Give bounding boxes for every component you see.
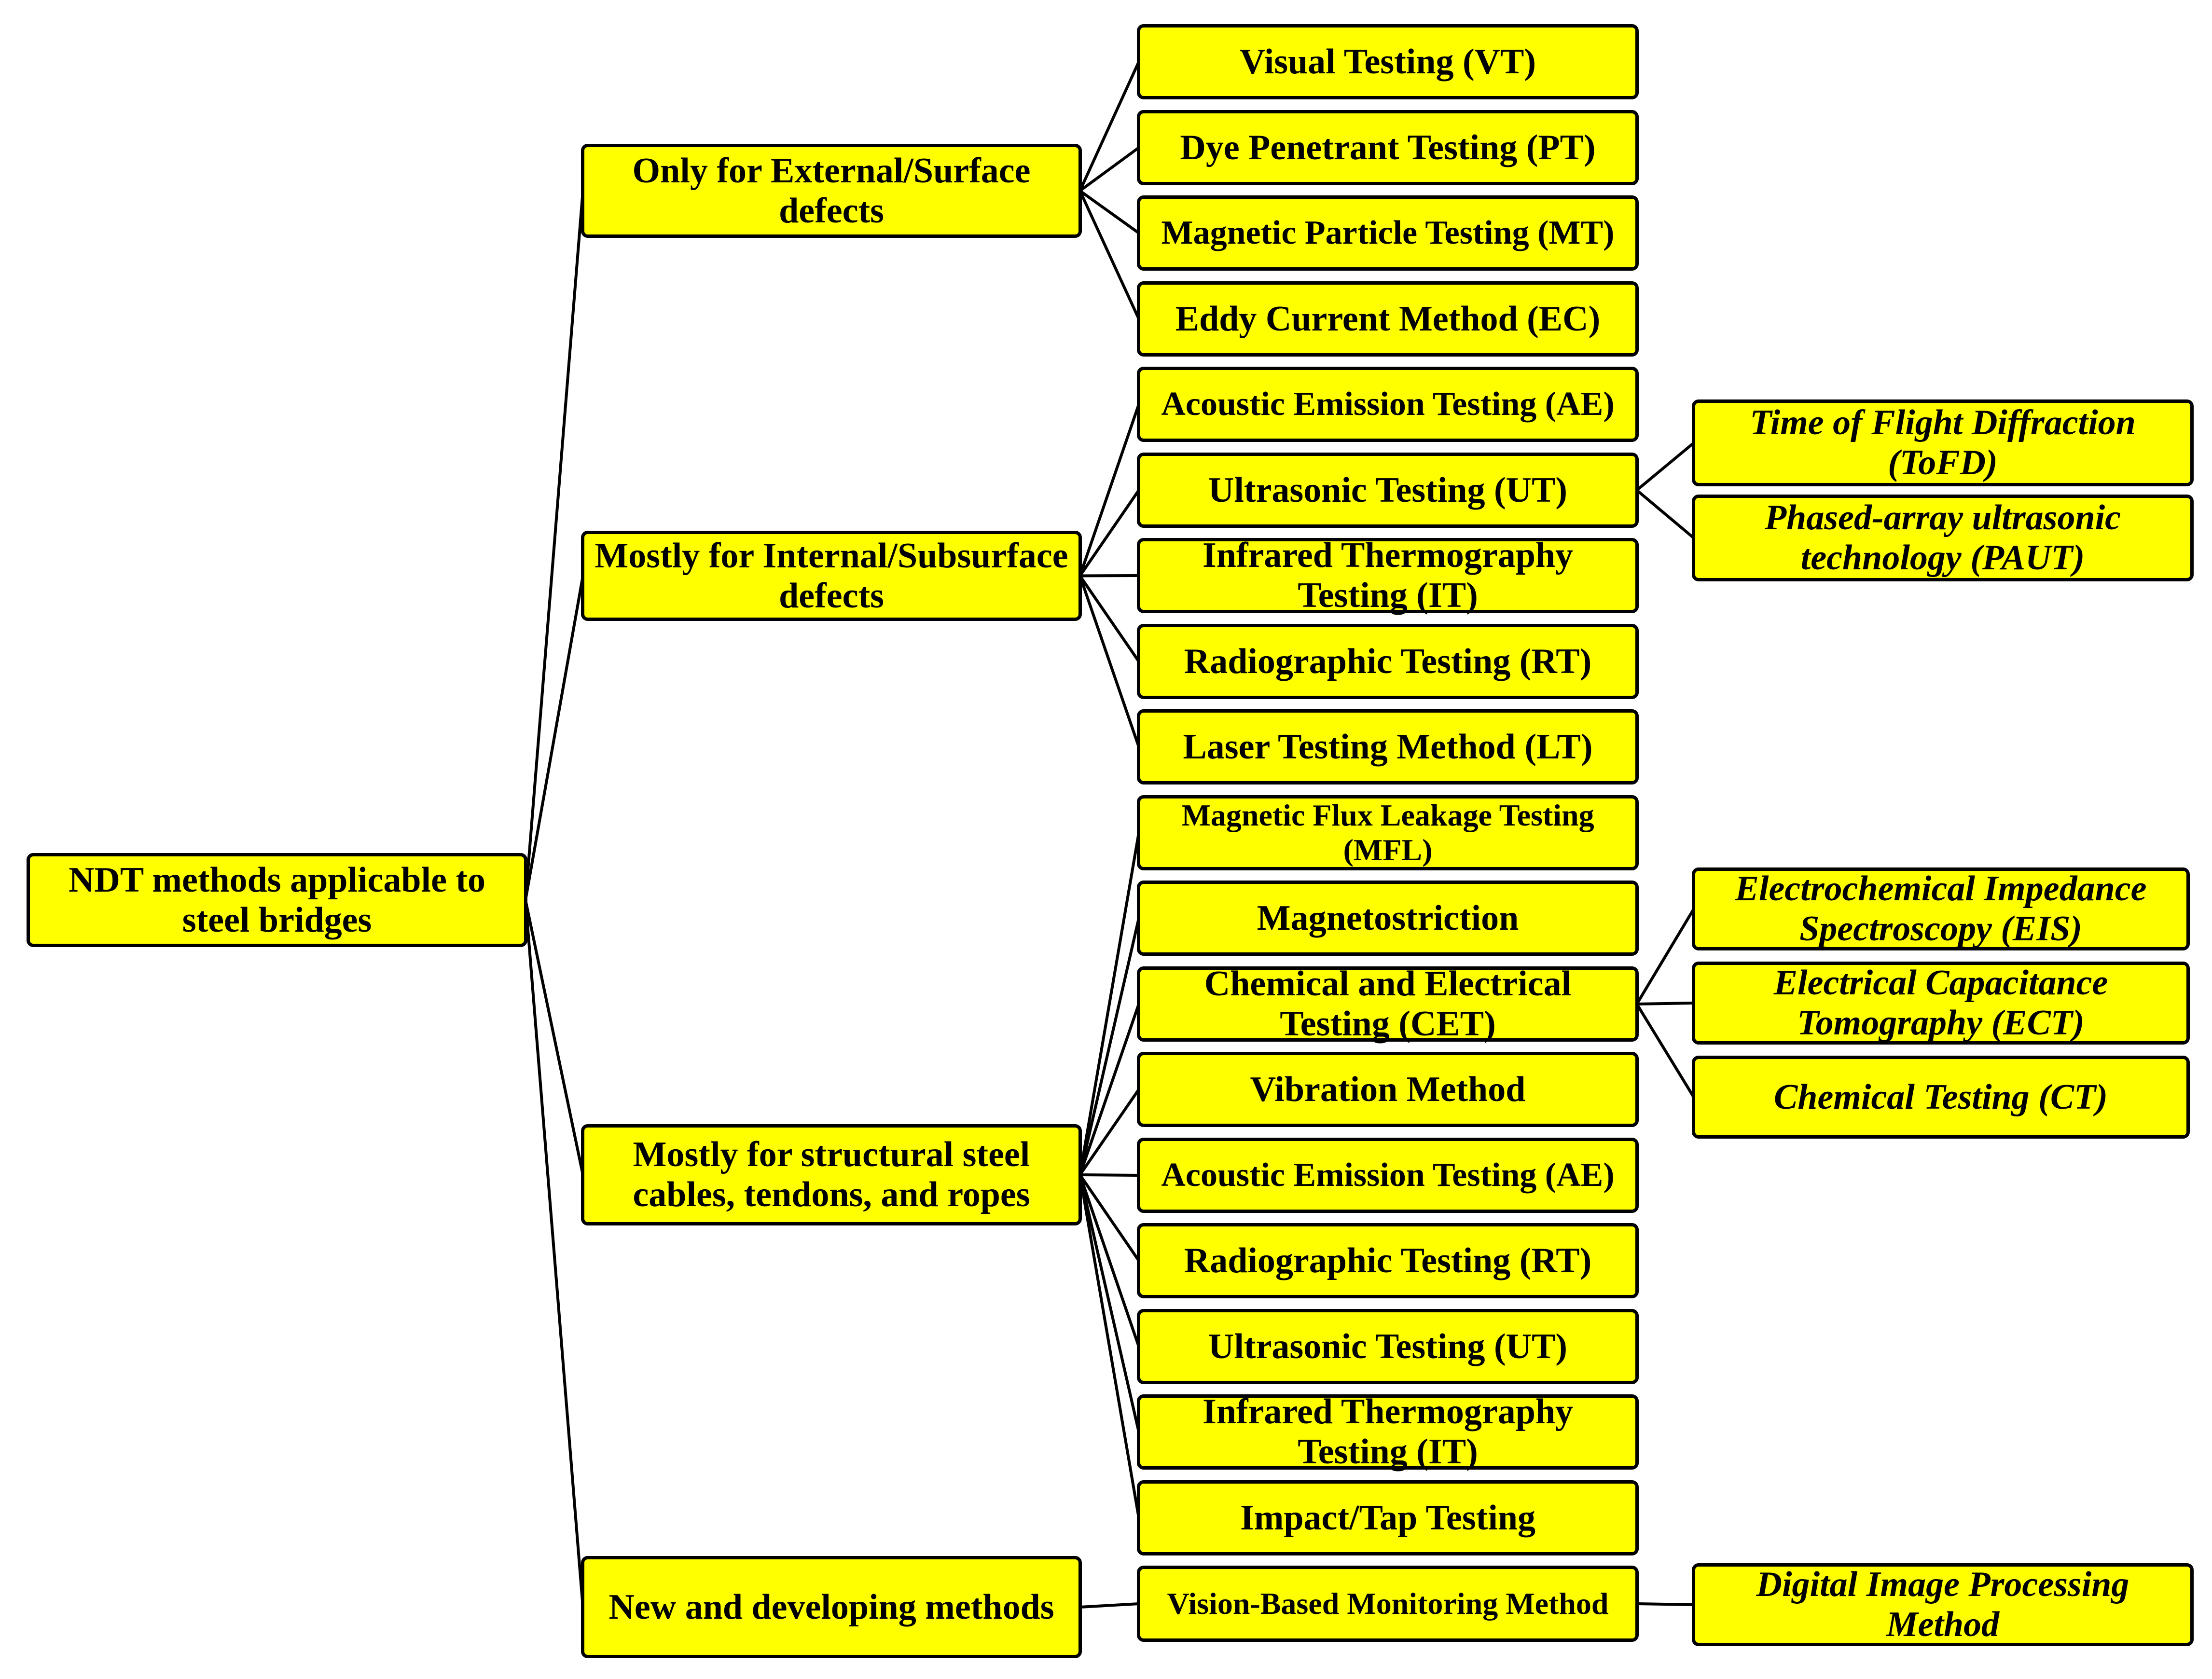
sub-electrochemical-impedance: Electrochemical Impedance Spectroscopy (… <box>1692 867 2190 950</box>
method-label: Ultrasonic Testing (UT) <box>1208 470 1568 510</box>
method-acoustic-emission-testing-2: Acoustic Emission Testing (AE) <box>1137 1138 1639 1213</box>
category-internal-subsurface: Mostly for Internal/Subsurface defects <box>581 531 1082 621</box>
method-label: Ultrasonic Testing (UT) <box>1208 1326 1568 1366</box>
method-label: Visual Testing (VT) <box>1239 41 1536 82</box>
category-label: Mostly for Internal/Subsurface defects <box>594 536 1068 616</box>
method-label: Radiographic Testing (RT) <box>1184 641 1592 681</box>
method-label: Infrared Thermography Testing (IT) <box>1202 536 1574 615</box>
connector-category-cables-tendons-ropes-to-method-magnetic-flux-leakage <box>1078 832 1140 1175</box>
connector-category-internal-subsurface-to-method-ultrasonic-testing <box>1078 489 1140 577</box>
method-impact-tap-testing: Impact/Tap Testing <box>1137 1480 1639 1555</box>
method-radiographic-testing-2: Radiographic Testing (RT) <box>1137 1223 1639 1298</box>
connector-category-cables-tendons-ropes-to-method-vibration <box>1078 1088 1140 1176</box>
category-external-surface: Only for External/Surface defects <box>581 144 1082 238</box>
connector-root-node-to-category-cables-tendons-ropes <box>524 899 584 1175</box>
method-laser-testing: Laser Testing Method (LT) <box>1137 709 1639 784</box>
connector-root-node-to-category-internal-subsurface <box>524 575 584 901</box>
method-label: Eddy Current Method (EC) <box>1175 299 1601 339</box>
connector-method-chemical-electrical-testing-to-sub-electrochemical-impedance <box>1635 908 1695 1005</box>
method-label: Vibration Method <box>1250 1069 1526 1109</box>
method-vision-based-monitoring: Vision-Based Monitoring Method <box>1137 1566 1639 1642</box>
method-label: Chemical and Electrical Testing (CET) <box>1204 964 1572 1044</box>
connector-method-ultrasonic-testing-to-sub-time-of-flight-diffraction <box>1636 441 1695 492</box>
connector-method-ultrasonic-testing-to-sub-phased-array-ultrasonic <box>1636 489 1695 539</box>
method-vibration: Vibration Method <box>1137 1052 1639 1127</box>
root-node: NDT methods applicable to steel bridges <box>27 853 527 947</box>
connector-category-internal-subsurface-to-method-radiographic-testing <box>1078 575 1140 662</box>
connector-category-external-surface-to-method-dye-penetrant-testing <box>1079 146 1140 192</box>
sub-label: Electrical Capacitance Tomography (ECT) <box>1773 963 2108 1043</box>
category-label: Only for External/Surface defects <box>632 151 1031 231</box>
method-dye-penetrant-testing: Dye Penetrant Testing (PT) <box>1137 110 1639 185</box>
category-label: New and developing methods <box>608 1587 1054 1627</box>
connector-category-cables-tendons-ropes-to-method-radiographic-testing-2 <box>1078 1174 1140 1262</box>
method-magnetic-particle-testing: Magnetic Particle Testing (MT) <box>1137 195 1639 271</box>
method-magnetostriction: Magnetostriction <box>1137 881 1639 956</box>
category-new-developing: New and developing methods <box>581 1556 1082 1658</box>
method-label: Vision-Based Monitoring Method <box>1167 1586 1609 1621</box>
method-label: Infrared Thermography Testing (IT) <box>1202 1392 1574 1472</box>
connector-method-chemical-electrical-testing-to-sub-chemical-testing <box>1635 1003 1695 1098</box>
connector-method-chemical-electrical-testing-to-sub-electrical-capacitance-tomography <box>1636 1002 1694 1005</box>
connector-category-cables-tendons-ropes-to-method-infrared-thermography-2 <box>1078 1174 1140 1432</box>
connector-root-node-to-category-new-developing <box>524 900 584 1608</box>
method-label: Acoustic Emission Testing (AE) <box>1161 385 1615 423</box>
connector-category-external-surface-to-method-visual-testing <box>1078 61 1140 192</box>
sub-chemical-testing: Chemical Testing (CT) <box>1692 1056 2190 1139</box>
connector-category-internal-subsurface-to-method-laser-testing <box>1078 575 1140 747</box>
connector-category-cables-tendons-ropes-to-method-magnetostriction <box>1078 918 1140 1175</box>
sub-label: Time of Flight Diffraction (ToFD) <box>1750 403 2136 482</box>
method-ultrasonic-testing: Ultrasonic Testing (UT) <box>1137 453 1639 528</box>
sub-label: Chemical Testing (CT) <box>1773 1077 2108 1117</box>
method-label: Laser Testing Method (LT) <box>1183 727 1593 767</box>
connector-method-vision-based-monitoring-to-sub-digital-image-processing <box>1636 1602 1694 1606</box>
root-label: NDT methods applicable to steel bridges <box>68 860 486 940</box>
sub-label: Phased-array ultrasonic technology (PAUT… <box>1764 498 2121 578</box>
connector-category-cables-tendons-ropes-to-method-impact-tap-testing <box>1078 1174 1140 1518</box>
method-radiographic-testing: Radiographic Testing (RT) <box>1137 624 1639 699</box>
method-label: Acoustic Emission Testing (AE) <box>1161 1156 1615 1194</box>
connector-category-new-developing-to-method-vision-based-monitoring <box>1079 1602 1139 1609</box>
connector-category-cables-tendons-ropes-to-method-chemical-electrical-testing <box>1078 1004 1140 1175</box>
category-cables-tendons-ropes: Mostly for structural steel cables, tend… <box>581 1124 1082 1225</box>
sub-label: Electrochemical Impedance Spectroscopy (… <box>1735 869 2147 949</box>
method-label: Impact/Tap Testing <box>1240 1498 1536 1538</box>
sub-electrical-capacitance-tomography: Electrical Capacitance Tomography (ECT) <box>1692 962 2190 1045</box>
method-label: Magnetic Particle Testing (MT) <box>1161 214 1615 251</box>
method-label: Magnetic Flux Leakage Testing (MFL) <box>1181 798 1594 867</box>
method-ultrasonic-testing-2: Ultrasonic Testing (UT) <box>1137 1309 1639 1384</box>
method-infrared-thermography: Infrared Thermography Testing (IT) <box>1137 536 1639 615</box>
method-label: Dye Penetrant Testing (PT) <box>1180 127 1596 167</box>
method-acoustic-emission-testing: Acoustic Emission Testing (AE) <box>1137 367 1639 442</box>
method-eddy-current: Eddy Current Method (EC) <box>1137 281 1639 357</box>
sub-phased-array-ultrasonic: Phased-array ultrasonic technology (PAUT… <box>1692 495 2194 581</box>
method-label: Radiographic Testing (RT) <box>1184 1240 1592 1280</box>
method-magnetic-flux-leakage: Magnetic Flux Leakage Testing (MFL) <box>1137 795 1639 870</box>
connector-category-cables-tendons-ropes-to-method-ultrasonic-testing-2 <box>1078 1174 1140 1347</box>
connector-root-node-to-category-external-surface <box>524 191 584 900</box>
method-chemical-electrical-testing: Chemical and Electrical Testing (CET) <box>1137 964 1639 1044</box>
sub-digital-image-processing: Digital Image Processing Method <box>1692 1563 2194 1646</box>
category-label: Mostly for structural steel cables, tend… <box>633 1135 1030 1214</box>
method-visual-testing: Visual Testing (VT) <box>1137 24 1639 99</box>
method-label: Magnetostriction <box>1257 898 1519 938</box>
connector-category-external-surface-to-method-eddy-current <box>1078 190 1140 320</box>
sub-label: Digital Image Processing Method <box>1756 1565 2129 1644</box>
connector-category-external-surface-to-method-magnetic-particle-testing <box>1079 190 1140 234</box>
connector-category-internal-subsurface-to-method-acoustic-emission-testing <box>1078 404 1140 577</box>
sub-time-of-flight-diffraction: Time of Flight Diffraction (ToFD) <box>1692 399 2194 486</box>
method-infrared-thermography-2: Infrared Thermography Testing (IT) <box>1137 1392 1639 1472</box>
